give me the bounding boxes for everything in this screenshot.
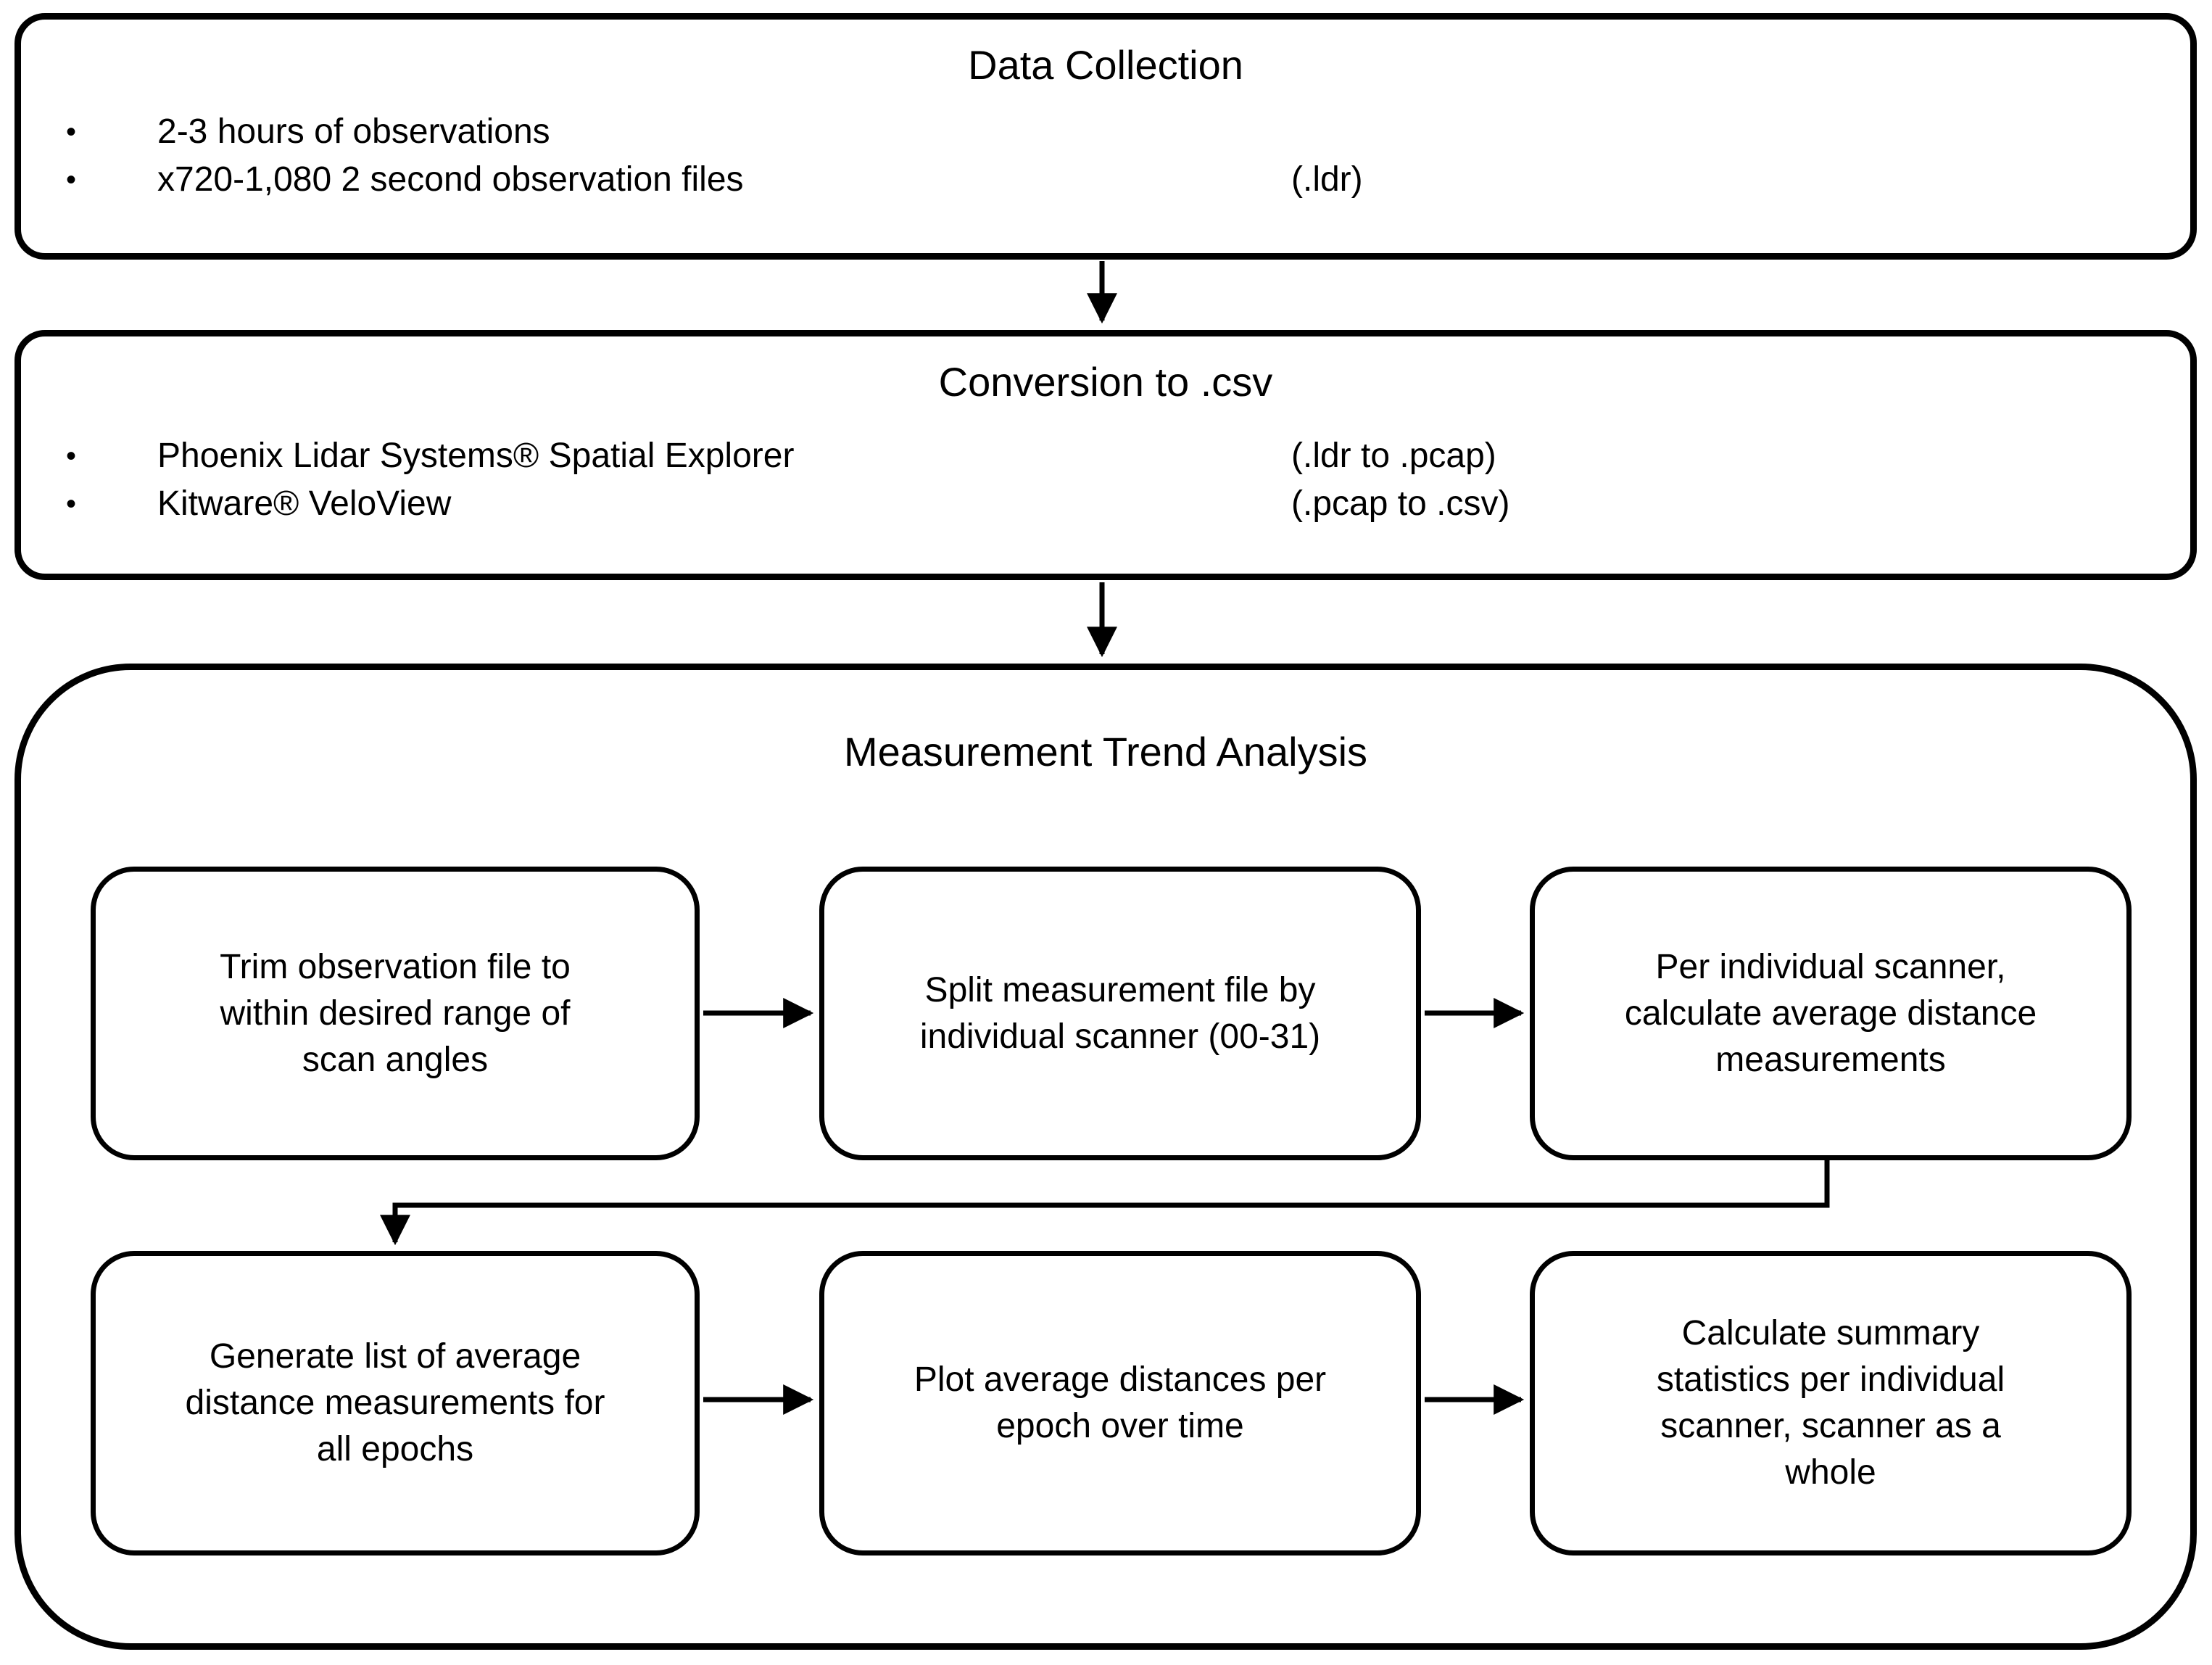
step-box-trim-observation-file: Trim observation file to within desired … bbox=[91, 867, 700, 1160]
stage1-bullet-1-text: 2-3 hours of observations bbox=[157, 112, 550, 151]
step-label: Plot average distances per epoch over ti… bbox=[914, 1360, 1327, 1445]
stage2-bullet-1-annotation: (.ldr to .pcap) bbox=[1291, 437, 1496, 475]
stage-box-data-collection: Data Collection • 2-3 hours of observati… bbox=[15, 13, 2197, 260]
stage-box-conversion-to-csv: Conversion to .csv • Phoenix Lidar Syste… bbox=[15, 330, 2197, 580]
bullet-icon: • bbox=[66, 488, 77, 520]
stage2-bullet-2-annotation: (.pcap to .csv) bbox=[1291, 484, 1510, 523]
stage1-bullet-2-annotation: (.ldr) bbox=[1291, 160, 1363, 199]
step-label: Calculate summary statistics per individ… bbox=[1656, 1314, 2005, 1492]
step-label: Split measurement file by individual sca… bbox=[919, 970, 1321, 1056]
stage-title-data-collection: Data Collection bbox=[968, 42, 1243, 88]
stage2-bullet-2-text: Kitware® VeloView bbox=[157, 484, 452, 523]
step-box-calculate-average-distance: Per individual scanner, calculate averag… bbox=[1530, 867, 2132, 1160]
step-box-split-measurement-file: Split measurement file by individual sca… bbox=[819, 867, 1421, 1160]
step-label: Trim observation file to within desired … bbox=[220, 947, 571, 1079]
stage1-bullet-list: • 2-3 hours of observations • x720-1,080… bbox=[21, 108, 2190, 204]
step-box-generate-list-of-averages: Generate list of average distance measur… bbox=[91, 1251, 700, 1555]
list-item: • Kitware® VeloView (.pcap to .csv) bbox=[21, 480, 2190, 528]
step-label: Per individual scanner, calculate averag… bbox=[1624, 947, 2037, 1079]
stage-title-measurement-trend-analysis: Measurement Trend Analysis bbox=[843, 729, 1368, 774]
stage1-bullet-2-text: x720-1,080 2 second observation files bbox=[157, 160, 744, 199]
list-item: • Phoenix Lidar Systems® Spatial Explore… bbox=[21, 432, 2190, 480]
step-box-plot-average-distances: Plot average distances per epoch over ti… bbox=[819, 1251, 1421, 1555]
stage2-bullet-list: • Phoenix Lidar Systems® Spatial Explore… bbox=[21, 432, 2190, 528]
bullet-icon: • bbox=[66, 116, 77, 148]
bullet-icon: • bbox=[66, 164, 77, 196]
stage2-bullet-1-text: Phoenix Lidar Systems® Spatial Explorer bbox=[157, 437, 795, 475]
stage-title-conversion-to-csv: Conversion to .csv bbox=[938, 359, 1273, 405]
list-item: • 2-3 hours of observations bbox=[21, 108, 2190, 156]
list-item: • x720-1,080 2 second observation files … bbox=[21, 156, 2190, 204]
step-box-calculate-summary-statistics: Calculate summary statistics per individ… bbox=[1530, 1251, 2132, 1555]
step-label: Generate list of average distance measur… bbox=[185, 1337, 605, 1468]
bullet-icon: • bbox=[66, 440, 77, 472]
